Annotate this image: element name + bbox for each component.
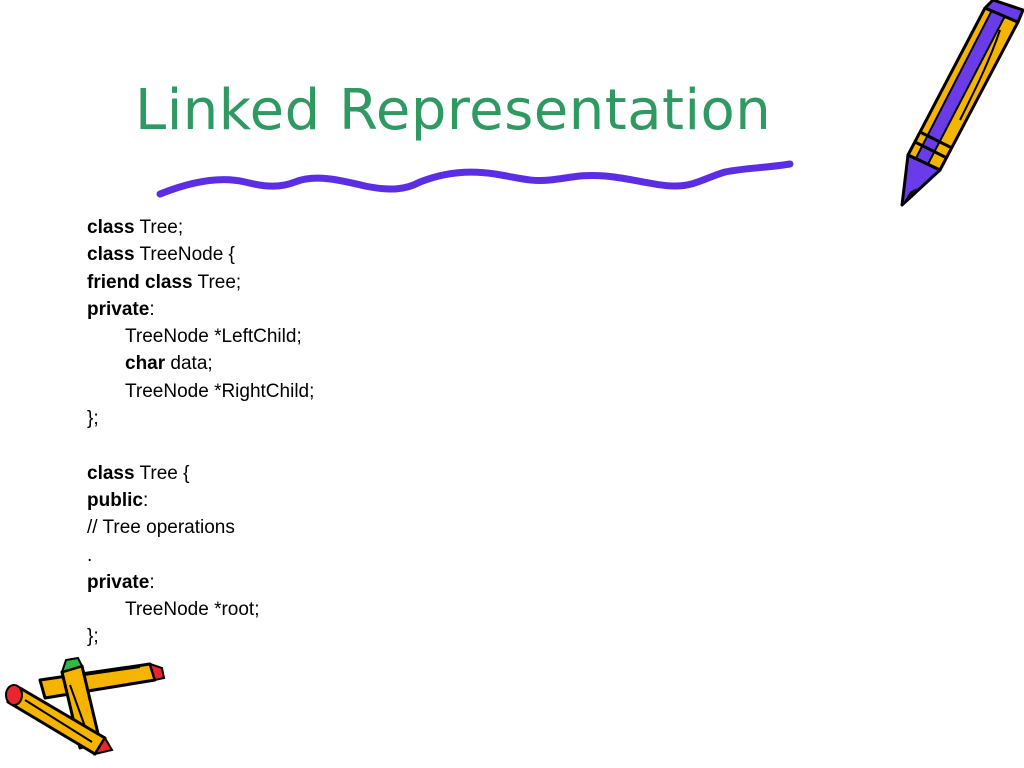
code-text: Tree;: [192, 271, 242, 293]
code-line: // Tree operations: [87, 514, 314, 541]
code-text: :: [149, 571, 155, 593]
code-text: .: [87, 544, 93, 566]
code-text: Tree {: [134, 462, 190, 484]
pencil-icon: [900, 0, 1024, 207]
crayons-icon: [5, 656, 166, 756]
code-line: .: [87, 542, 314, 569]
keyword: public: [87, 489, 143, 511]
code-text: // Tree operations: [87, 517, 235, 539]
code-line: class TreeNode {: [87, 241, 314, 268]
code-text: data;: [165, 353, 213, 375]
code-line: };: [87, 623, 314, 650]
keyword: private: [87, 298, 150, 320]
code-line: TreeNode *RightChild;: [87, 378, 314, 405]
wavy-underline: [156, 160, 794, 198]
code-text: TreeNode *root;: [125, 599, 260, 621]
code-text: TreeNode {: [134, 244, 235, 266]
code-line: class Tree;: [87, 214, 314, 241]
keyword: friend class: [87, 271, 193, 293]
code-line: };: [87, 405, 314, 432]
keyword: class: [87, 244, 135, 266]
keyword: class: [87, 217, 135, 238]
code-line: TreeNode *root;: [87, 596, 314, 623]
code-line: char data;: [87, 350, 314, 377]
keyword: char: [125, 353, 166, 375]
code-block: class Tree; class TreeNode { friend clas…: [87, 214, 314, 651]
code-line-blank: [87, 432, 314, 459]
keyword: private: [87, 571, 150, 593]
code-text: };: [87, 626, 99, 648]
code-text: };: [87, 408, 99, 430]
code-line: friend class Tree;: [87, 269, 314, 296]
code-line: TreeNode *LeftChild;: [87, 323, 314, 350]
code-text: :: [142, 489, 149, 511]
code-line: private:: [87, 296, 314, 323]
code-text: TreeNode *RightChild;: [125, 380, 315, 402]
code-text: :: [149, 298, 155, 320]
code-text: TreeNode *LeftChild;: [125, 326, 302, 348]
code-text: Tree;: [134, 217, 184, 238]
keyword: class: [87, 462, 135, 484]
slide-title: Linked Representation: [135, 78, 772, 143]
code-line: public:: [87, 487, 314, 514]
code-line: private:: [87, 569, 314, 596]
code-line: class Tree {: [87, 460, 314, 487]
